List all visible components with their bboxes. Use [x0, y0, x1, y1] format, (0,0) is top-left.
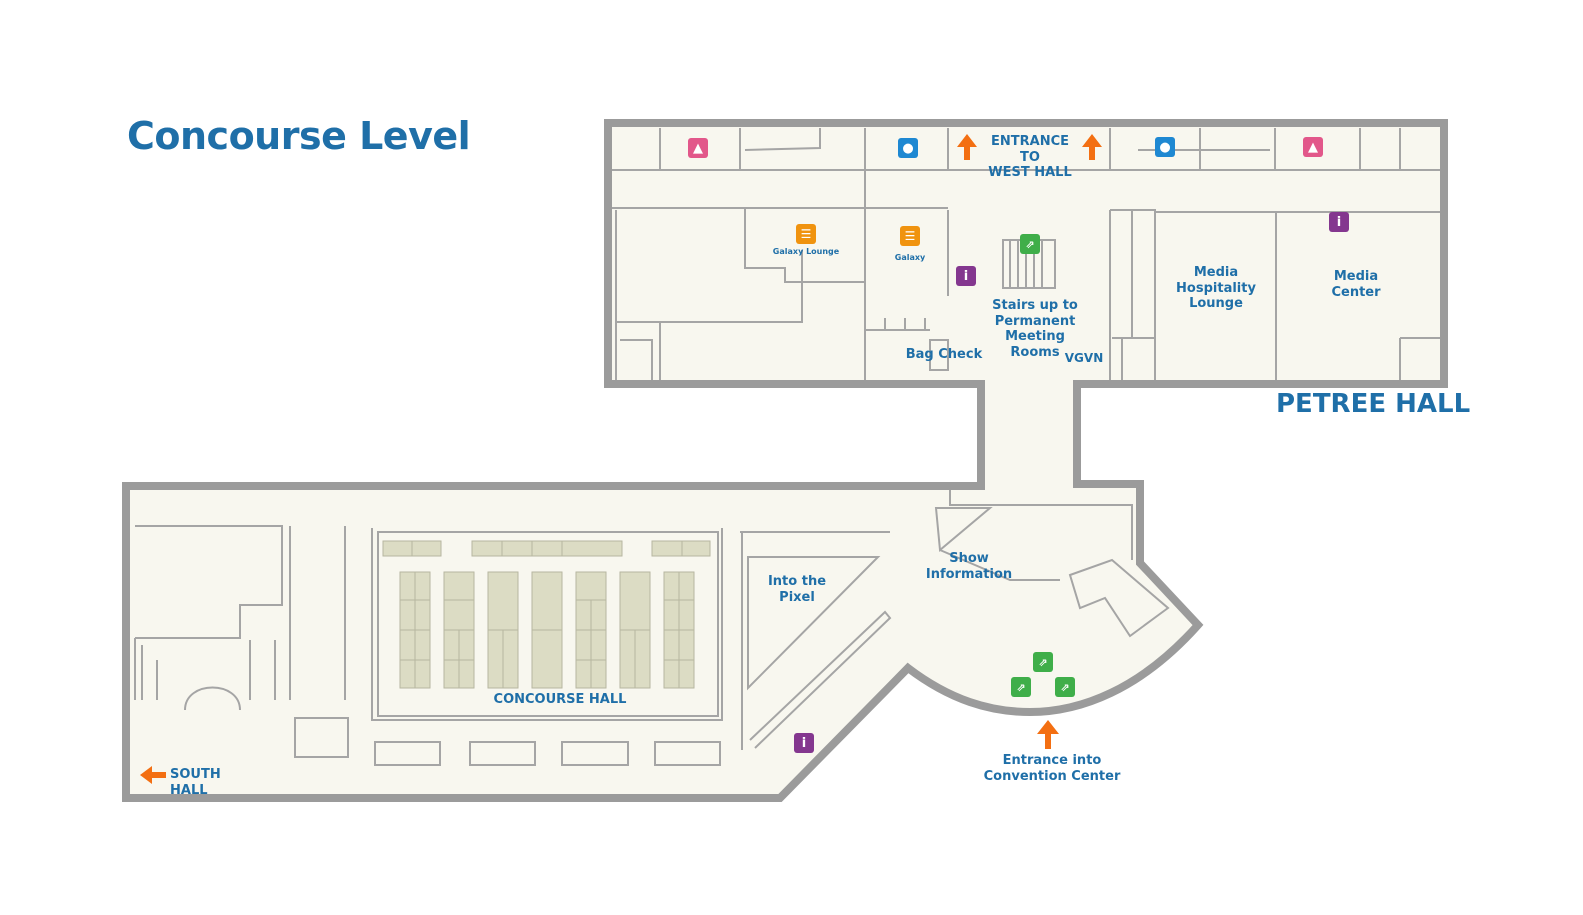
- entrance-convention-label: Entrance into Convention Center: [983, 753, 1121, 784]
- arrow-up-west-left: [957, 134, 977, 160]
- media-center-label: Media Center: [1331, 269, 1381, 300]
- arrow-left-south: [140, 766, 166, 784]
- show-information-label: Show Information: [925, 551, 1013, 582]
- info-icon: i: [794, 733, 814, 753]
- into-the-pixel-label: Into the Pixel: [767, 574, 827, 605]
- escalator-icon: ⇗: [1020, 234, 1040, 254]
- stairs-icon: ⇗: [1011, 677, 1031, 697]
- building-outline: [122, 119, 1448, 802]
- vgvn-label: VGVN: [1064, 351, 1104, 365]
- womens-restroom-icon: ▲: [1303, 137, 1323, 157]
- arrow-up-west-right: [1082, 134, 1102, 160]
- food-icon: ☰: [900, 226, 920, 246]
- stairs-label: Stairs up to Permanent Meeting Rooms: [992, 298, 1078, 360]
- orange-arrow-icon: [140, 134, 1102, 784]
- south-hall-label: SOUTH HALL: [170, 767, 221, 798]
- mens-restroom-icon: ●: [898, 138, 918, 158]
- arrow-up-convention: [1037, 720, 1059, 749]
- concourse-interior-walls: [134, 490, 1170, 766]
- galaxy-label: Galaxy: [894, 253, 926, 262]
- escalator-icon: ⇗: [1033, 652, 1053, 672]
- mens-restroom-icon: ●: [1155, 137, 1175, 157]
- petree-hall-title: PETREE HALL: [1276, 389, 1471, 419]
- page-title: Concourse Level: [127, 114, 471, 158]
- food-icon: ☰: [796, 224, 816, 244]
- galaxy-lounge-label: Galaxy Lounge: [772, 247, 840, 256]
- booth-dividers: [400, 541, 694, 688]
- media-hospitality-lounge-label: Media Hospitality Lounge: [1176, 265, 1256, 312]
- entrance-west-hall-label: ENTRANCE TO WEST HALL: [988, 134, 1072, 181]
- womens-restroom-icon: ▲: [688, 138, 708, 158]
- info-icon: i: [1329, 212, 1349, 232]
- bag-check-label: Bag Check: [905, 347, 983, 362]
- concourse-hall-label: CONCOURSE HALL: [493, 692, 627, 707]
- info-icon: i: [956, 266, 976, 286]
- stairs-icon: ⇗: [1055, 677, 1075, 697]
- petree-interior-walls: [612, 128, 1440, 380]
